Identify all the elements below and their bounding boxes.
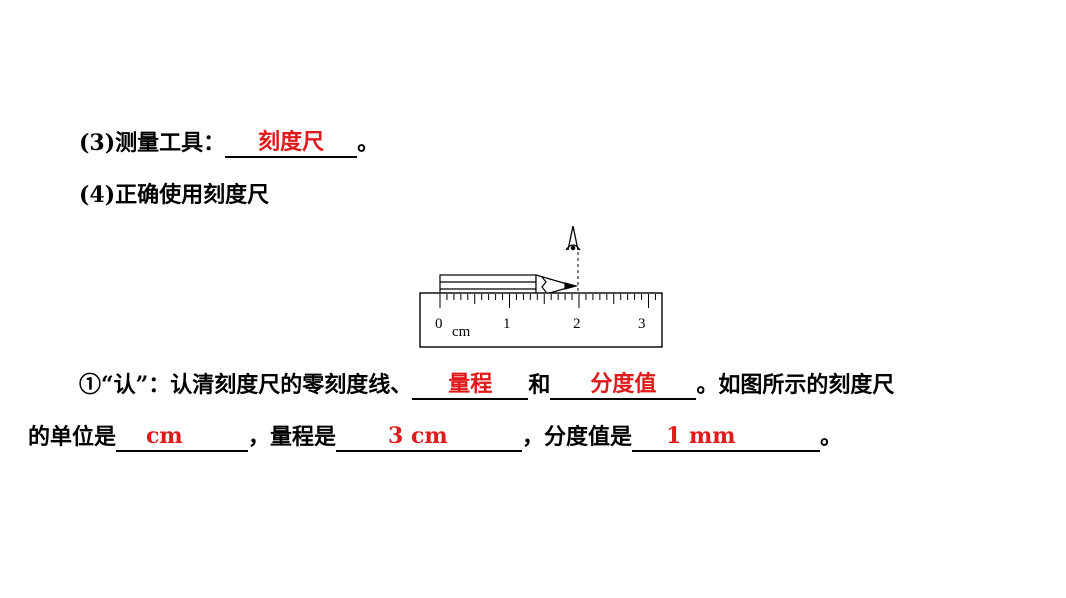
step-1-intro: ①“认”：认清刻度尺的零刻度线、 [79,372,413,398]
blank-measuring-tool: 刻度尺 [225,129,358,158]
answer-division-value: 1 mm [666,423,736,449]
step-1-line-1: ①“认”：认清刻度尺的零刻度线、 量程 和 分度值 。如图所示的刻度尺 [79,370,894,400]
step-1-line-2: 的单位是 cm ，量程是 3 cm ，分度值是 1 mm 。 [28,422,842,452]
tick-label-0: 0 [435,316,443,332]
answer-range: 量程 [448,371,493,397]
blank-unit: cm [116,423,249,452]
step-1-and: 和 [528,372,551,398]
ruler-ticks [439,294,656,308]
ruler-body [419,292,663,348]
unit-label: cm [452,324,471,340]
tick-label-3: 3 [638,316,646,332]
blank-range: 量程 [412,371,529,400]
answer-unit: cm [146,423,183,449]
ruler-pencil-figure: 0 cm 1 2 3 [419,226,663,348]
eye-icon [565,226,581,251]
blank-division: 分度值 [550,371,697,400]
range-prompt: ，量程是 [248,424,337,450]
division-prompt: ，分度值是 [522,424,633,450]
item-3-line: (3)测量工具： 刻度尺 。 [79,128,379,158]
tick-label-2: 2 [573,316,581,332]
answer-range-value: 3 cm [388,423,448,449]
answer-measuring-tool: 刻度尺 [258,129,325,155]
line-end: 。 [820,424,843,450]
blank-range-value: 3 cm [336,423,523,452]
tick-label-1: 1 [503,316,511,332]
item-3-end: 。 [357,130,380,156]
blank-division-value: 1 mm [632,423,821,452]
step-1-question: 。如图所示的刻度尺 [696,372,895,398]
pencil-icon [439,274,579,298]
item-3-prompt: (3)测量工具： [79,130,226,156]
answer-division: 分度值 [590,371,657,397]
unit-prompt: 的单位是 [28,424,117,450]
item-4-heading: (4)正确使用刻度尺 [79,182,270,208]
